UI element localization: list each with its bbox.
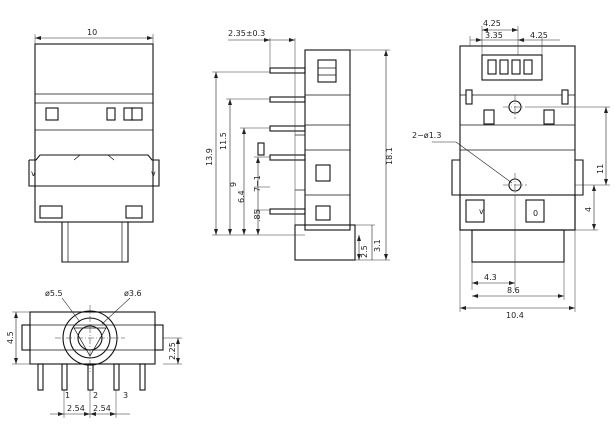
svg-text:v: v <box>479 207 484 216</box>
bottom-view: ø5.5 ø3.6 1 2 3 4.5 2.25 2.54 <box>6 289 182 418</box>
side-view: 2.35±0.3 13.9 11.5 9 6.4 7−1 .85 18.1 2.… <box>205 29 394 261</box>
pin-label-1: 1 <box>65 391 70 400</box>
dim-side-7-1: 7−1 <box>253 175 262 192</box>
dim-right-8-6: 8.6 <box>507 286 520 295</box>
dim-side-3-1: 3.1 <box>373 239 382 252</box>
dim-side-13-9: 13.9 <box>205 148 214 166</box>
dim-side-6-4: 6.4 <box>237 190 246 203</box>
pin-label-2: 2 <box>93 391 98 400</box>
dim-right-top-a: 4.25 <box>483 19 501 28</box>
dim-right-holes: 2−ø1.3 <box>412 131 441 140</box>
dim-right-11: 11 <box>596 164 605 174</box>
dim-bottom-2-25: 2.25 <box>168 342 177 360</box>
right-view: 0 v 2−ø1.3 4.25 3.35 4.25 11 <box>412 19 610 320</box>
dim-bottom-5-5: ø5.5 <box>45 289 63 298</box>
dim-side-2-5: 2.5 <box>360 245 369 258</box>
dim-right-10-4: 10.4 <box>506 311 524 320</box>
dim-side-85: .85 <box>253 209 262 222</box>
dim-side-9: 9 <box>229 182 238 187</box>
pin-label-3: 3 <box>123 391 128 400</box>
dim-right-top-c: 4.25 <box>530 31 548 40</box>
dim-side-offset: 2.35±0.3 <box>228 29 265 38</box>
front-view: v v 10 <box>28 28 160 263</box>
dim-side-11-5: 11.5 <box>219 132 228 150</box>
dim-right-4-3: 4.3 <box>484 273 497 282</box>
dim-bottom-4-5: 4.5 <box>6 331 15 344</box>
dim-right-top-b: 3.35 <box>485 31 503 40</box>
dim-bottom-pitch-a: 2.54 <box>67 404 85 413</box>
dim-right-4: 4 <box>584 207 593 212</box>
dim-side-total: 18.1 <box>385 147 394 165</box>
svg-text:0: 0 <box>533 209 538 218</box>
svg-text:v: v <box>151 169 156 178</box>
dim-front-width: 10 <box>87 28 97 37</box>
svg-text:v: v <box>31 169 36 178</box>
dim-bottom-3-6: ø3.6 <box>124 289 142 298</box>
dim-bottom-pitch-b: 2.54 <box>93 404 111 413</box>
